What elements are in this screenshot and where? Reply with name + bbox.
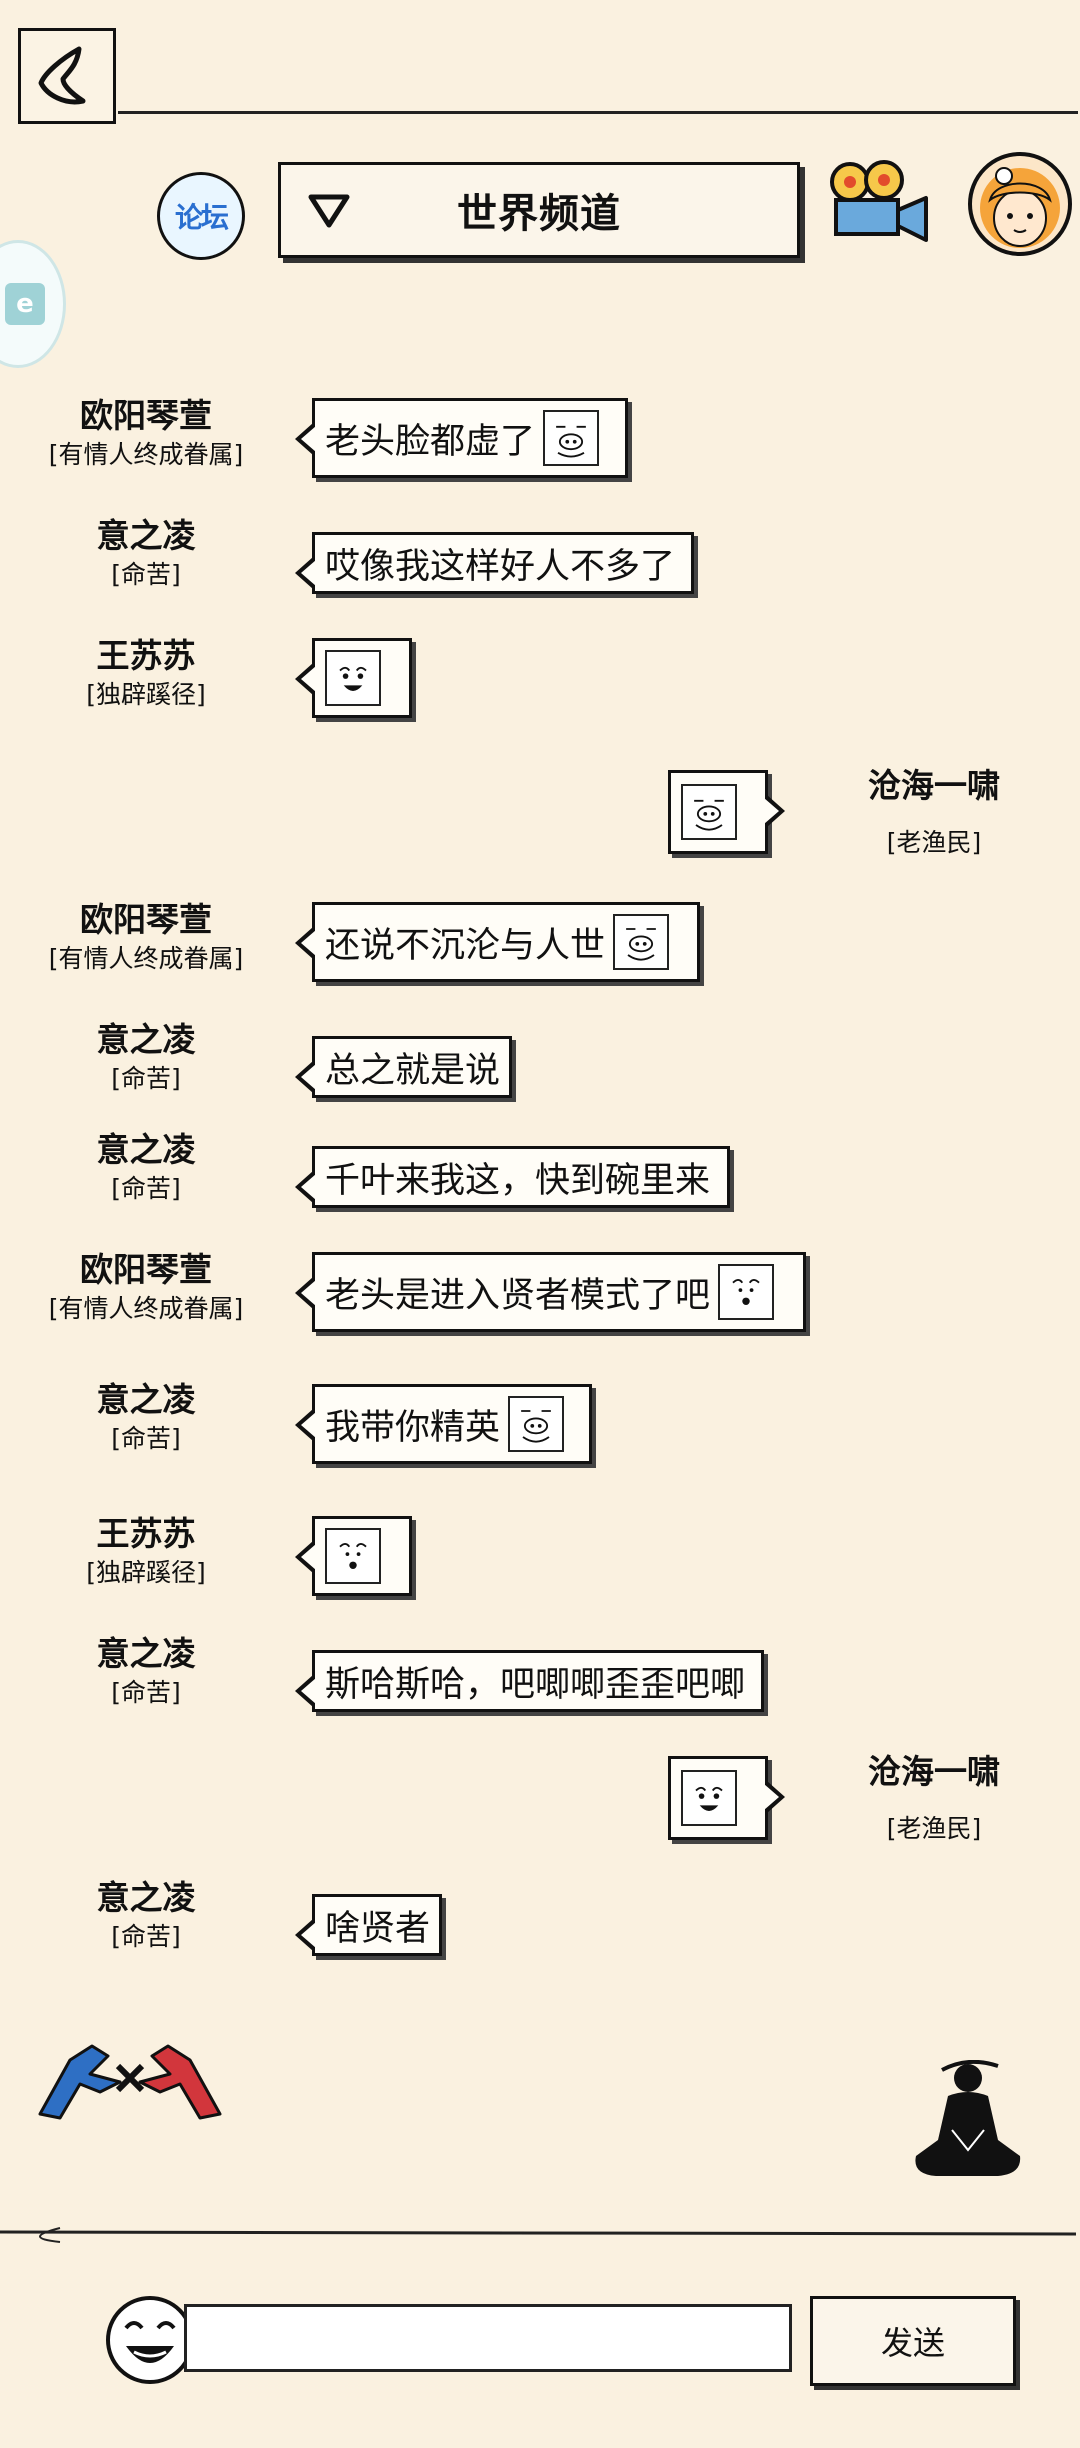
laughing-face-icon — [325, 650, 381, 706]
message-text: 啥贤者 — [325, 1908, 431, 1949]
side-float-widget[interactable]: e — [0, 240, 66, 368]
send-label: 发送 — [880, 2324, 945, 2362]
sender-title: [命苦] — [111, 1424, 181, 1453]
sender-info[interactable]: 意之凌 [命苦] — [0, 1130, 292, 1206]
laughing-face-icon[interactable] — [104, 2294, 196, 2386]
sender-name: 欧阳琴萱 — [80, 900, 212, 939]
message-text: 斯哈斯哈，吧唧唧歪歪吧唧 — [325, 1664, 746, 1705]
header-divider — [118, 111, 1078, 114]
sender-info[interactable]: 意之凌 [命苦] — [0, 1380, 292, 1456]
message-text: 我带你精英 — [325, 1407, 501, 1448]
sender-name: 欧阳琴萱 — [80, 1250, 212, 1289]
sender-title: [老渔民] — [886, 828, 982, 857]
kiss-face-icon — [718, 1264, 775, 1320]
sender-info[interactable]: 欧阳琴萱 [有情人终成眷属] — [0, 1250, 292, 1326]
pig-face-icon — [613, 914, 670, 970]
message-bubble[interactable]: 哎像我这样好人不多了 — [295, 532, 694, 594]
message-text: 老头脸都虚了 — [325, 421, 536, 462]
sender-name: 王苏苏 — [96, 1514, 196, 1553]
pig-face-icon — [508, 1396, 565, 1452]
message-bubble[interactable]: 我带你精英 — [295, 1384, 592, 1464]
sender-info[interactable]: 欧阳琴萱 [有情人终成眷属] — [0, 396, 292, 472]
sender-info[interactable]: 欧阳琴萱 [有情人终成眷属] — [0, 900, 292, 976]
sender-name: 意之凌 — [96, 1878, 196, 1917]
message-text: 千叶来我这，快到碗里来 — [325, 1160, 711, 1201]
sender-info[interactable]: 沧海一啸 [老渔民] — [788, 766, 1080, 860]
sender-info[interactable]: 意之凌 [命苦] — [0, 1878, 292, 1954]
sender-info[interactable]: 意之凌 [命苦] — [0, 1020, 292, 1096]
sender-info[interactable]: 意之凌 [命苦] — [0, 516, 292, 592]
sender-name: 意之凌 — [96, 1380, 196, 1419]
message-text: 总之就是说 — [325, 1050, 501, 1091]
sender-info[interactable]: 王苏苏 [独辟蹊径] — [0, 636, 292, 712]
sender-info[interactable]: 沧海一啸 [老渔民] — [788, 1752, 1080, 1846]
message-bubble[interactable] — [295, 1516, 412, 1596]
meditation-silhouette-icon[interactable] — [902, 2060, 1032, 2184]
sender-title: [命苦] — [111, 1922, 181, 1951]
sender-name: 沧海一啸 — [868, 1752, 1000, 1791]
sender-title: [命苦] — [111, 1174, 181, 1203]
sender-info[interactable]: 王苏苏 [独辟蹊径] — [0, 1514, 292, 1590]
message-bubble[interactable]: 老头脸都虚了 — [295, 398, 628, 478]
channel-dropdown[interactable]: 世界频道 — [278, 162, 800, 258]
message-bubble[interactable]: 还说不沉沦与人世 — [295, 902, 700, 982]
message-input[interactable] — [184, 2304, 792, 2372]
sender-title: [有情人终成眷属] — [48, 944, 244, 973]
message-bubble[interactable]: 斯哈斯哈，吧唧唧歪歪吧唧 — [295, 1650, 764, 1712]
avatar-girl-icon — [980, 167, 1060, 248]
message-text: 哎像我这样好人不多了 — [325, 546, 676, 587]
kiss-face-icon — [325, 1528, 381, 1584]
sender-title: [老渔民] — [886, 1814, 982, 1843]
forum-button[interactable]: 论坛 — [157, 172, 245, 260]
pig-face-icon — [543, 410, 600, 466]
message-bubble[interactable] — [295, 638, 412, 718]
sender-title: [命苦] — [111, 560, 181, 589]
message-bubble[interactable] — [668, 1756, 785, 1840]
sender-title: [独辟蹊径] — [86, 1558, 206, 1587]
laughing-face-icon — [681, 1770, 737, 1826]
forum-label: 论坛 — [174, 201, 229, 234]
composer-divider — [0, 2227, 1077, 2243]
sender-info[interactable]: 意之凌 [命苦] — [0, 1634, 292, 1710]
message-bubble[interactable]: 老头是进入贤者模式了吧 — [295, 1252, 806, 1332]
message-bubble[interactable]: 千叶来我这，快到碗里来 — [295, 1146, 730, 1208]
pk-versus-icon[interactable] — [30, 2026, 230, 2126]
send-button[interactable]: 发送 — [810, 2296, 1016, 2386]
movie-camera-icon[interactable] — [826, 160, 934, 246]
sender-title: [有情人终成眷属] — [48, 1294, 244, 1323]
sender-name: 意之凌 — [96, 1130, 196, 1169]
sender-title: [独辟蹊径] — [86, 680, 206, 709]
sender-title: [命苦] — [111, 1678, 181, 1707]
sender-title: [有情人终成眷属] — [48, 440, 244, 469]
side-widget-icon: e — [5, 283, 45, 325]
message-bubble[interactable]: 总之就是说 — [295, 1036, 512, 1098]
sender-name: 王苏苏 — [96, 636, 196, 675]
dropdown-triangle-icon — [308, 194, 350, 228]
sender-name: 沧海一啸 — [868, 766, 1000, 805]
message-text: 还说不沉沦与人世 — [325, 925, 606, 966]
sender-name: 意之凌 — [96, 1634, 196, 1673]
channel-title: 世界频道 — [457, 191, 621, 237]
avatar[interactable] — [968, 152, 1072, 256]
sender-name: 意之凌 — [96, 1020, 196, 1059]
message-bubble[interactable]: 啥贤者 — [295, 1894, 442, 1956]
message-text: 老头是进入贤者模式了吧 — [325, 1275, 711, 1316]
sender-title: [命苦] — [111, 1064, 181, 1093]
back-button[interactable] — [18, 28, 116, 124]
back-arrow-icon — [38, 46, 86, 105]
message-bubble[interactable] — [668, 770, 785, 854]
sender-name: 意之凌 — [96, 516, 196, 555]
pig-face-icon — [681, 784, 737, 840]
sender-name: 欧阳琴萱 — [80, 396, 212, 435]
